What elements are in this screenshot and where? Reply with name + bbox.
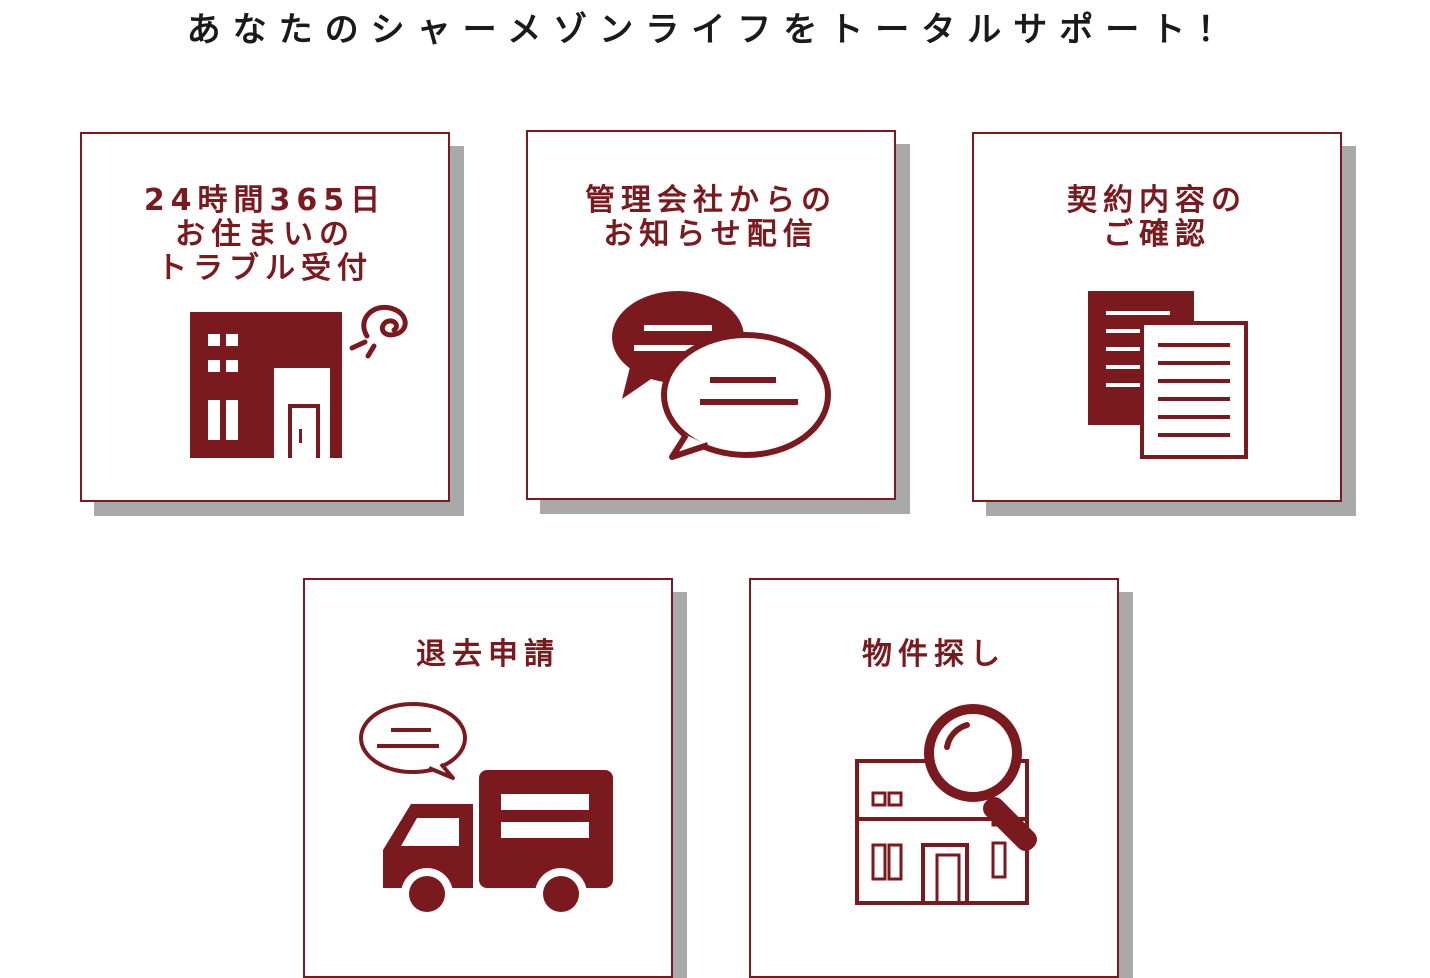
card-trouble-reception[interactable]: 24時間365日 お住まいの トラブル受付 [80,132,450,502]
card-notice-delivery[interactable]: 管理会社からの お知らせ配信 [526,130,896,500]
card-moveout-application[interactable]: 退去申請 [303,578,673,978]
moving-truck-icon [359,702,613,918]
chat-bubbles-icon [612,291,831,460]
card-title: 契約内容の ご確認 [974,184,1340,252]
card-title-line: トラブル受付 [157,251,373,286]
property-search-icon [855,704,1037,905]
building-trouble-icon [190,304,408,458]
card-title-line: 退去申請 [416,637,560,672]
card-title: 管理会社からの お知らせ配信 [528,184,894,252]
documents-icon [1088,291,1248,459]
card-title-line: 24時間365日 [143,183,387,218]
card-title: 24時間365日 お住まいの トラブル受付 [82,184,448,286]
card-title-line: ご確認 [1103,217,1211,252]
card-title-line: お知らせ配信 [603,217,819,252]
card-title: 物件探し [751,638,1117,672]
card-title-line: 物件探し [862,637,1006,672]
card-title: 退去申請 [305,638,671,672]
page-headline: あなたのシャーメゾンライフをトータルサポート！ [186,10,1244,50]
card-contract-details[interactable]: 契約内容の ご確認 [972,132,1342,502]
card-title-line: 管理会社からの [585,183,837,218]
card-property-search[interactable]: 物件探し [749,578,1119,978]
card-title-line: お住まいの [175,217,355,252]
card-title-line: 契約内容の [1067,183,1247,218]
